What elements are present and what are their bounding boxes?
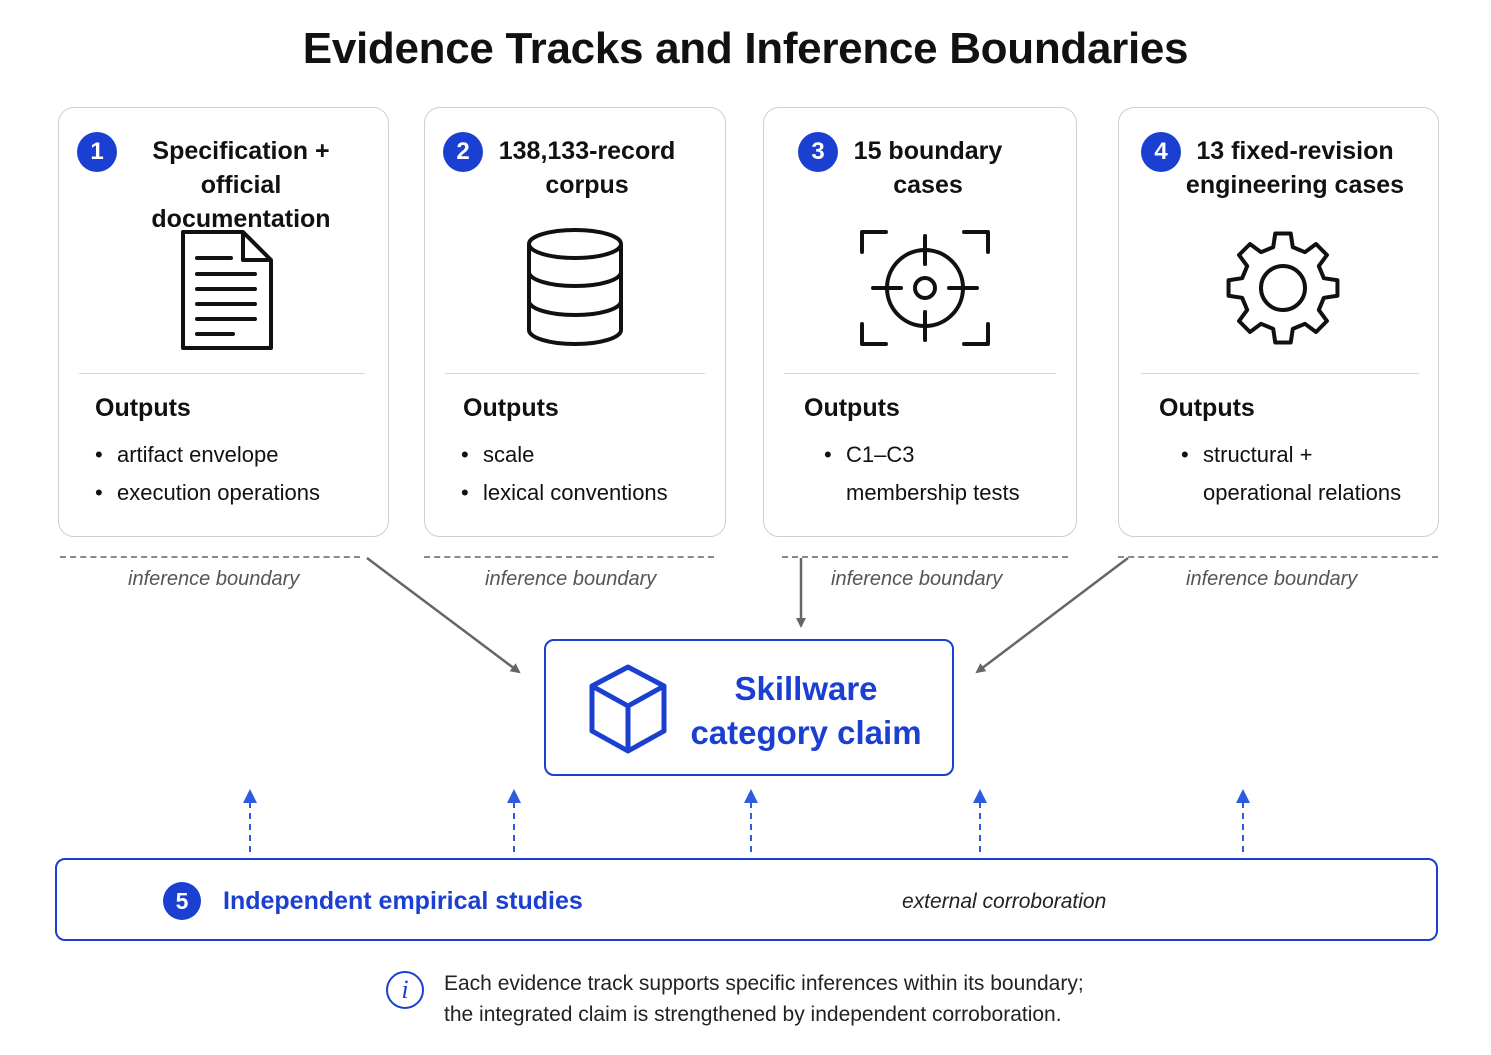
track-title: 15 boundary cases: [853, 137, 1003, 199]
track-number-badge: 4: [1141, 132, 1181, 172]
output-item: structural + operational relations: [1181, 436, 1401, 512]
diagram-title: Evidence Tracks and Inference Boundaries: [302, 24, 1189, 73]
output-item: scale: [461, 436, 668, 474]
info-icon: i: [386, 971, 424, 1009]
studies-label: Independent empirical studies: [223, 887, 583, 915]
document-icon: [181, 230, 273, 350]
footnote: Each evidence track supports specific in…: [444, 972, 1084, 1026]
track-number-badge: 2: [443, 132, 483, 172]
track-title: 138,133-record corpus: [498, 137, 676, 199]
arrow-track-1: [366, 557, 521, 674]
output-item: lexical conventions: [461, 474, 668, 512]
output-item: execution operations: [95, 474, 320, 512]
outputs-list: structural + operational relations: [1181, 436, 1401, 512]
inference-boundary-label: inference boundary: [831, 568, 1003, 590]
inference-boundary-line: [782, 556, 1068, 558]
outputs-list: artifact envelope execution operations: [95, 436, 320, 512]
independent-studies-box: 5 Independent empirical studies external…: [55, 858, 1438, 941]
track-title: 13 fixed-revision engineering cases: [1185, 137, 1405, 199]
target-icon: [860, 230, 990, 346]
card-divider: [1141, 373, 1419, 374]
output-item: C1–C3 membership tests: [824, 436, 1020, 512]
arrow-track-4: [975, 557, 1129, 674]
outputs-heading: Outputs: [1159, 394, 1255, 422]
inference-boundary-line: [60, 556, 360, 558]
track-number-badge: 1: [77, 132, 117, 172]
inference-boundary-label: inference boundary: [128, 568, 300, 590]
corroboration-label: external corroboration: [902, 890, 1107, 913]
track-card-1: 1 Specification + official documentation…: [58, 107, 389, 537]
outputs-list: C1–C3 membership tests: [824, 436, 1020, 512]
cube-icon: [589, 664, 667, 754]
claim-label: Skillware category claim: [690, 670, 922, 751]
inference-boundary-label: inference boundary: [485, 568, 657, 590]
track-card-2: 2 138,133-record corpus Outputs scale le…: [424, 107, 726, 537]
skillware-claim-box: Skillware category claim: [544, 639, 954, 776]
track-number-badge: 5: [163, 882, 201, 920]
inference-boundary-line: [424, 556, 714, 558]
track-number-badge: 3: [798, 132, 838, 172]
outputs-heading: Outputs: [463, 394, 559, 422]
inference-boundary-line: [1118, 556, 1438, 558]
outputs-list: scale lexical conventions: [461, 436, 668, 512]
gear-icon: [1226, 231, 1340, 345]
output-item: artifact envelope: [95, 436, 320, 474]
outputs-heading: Outputs: [804, 394, 900, 422]
track-card-4: 4 13 fixed-revision engineering cases Ou…: [1118, 107, 1439, 537]
database-icon: [527, 228, 623, 346]
card-divider: [445, 373, 705, 374]
outputs-heading: Outputs: [95, 394, 191, 422]
inference-boundary-label: inference boundary: [1186, 568, 1358, 590]
card-divider: [79, 373, 365, 374]
track-title: Specification + official documentation: [151, 137, 331, 233]
card-divider: [784, 373, 1056, 374]
track-card-3: 3 15 boundary cases Outputs C1–C3 member…: [763, 107, 1077, 537]
